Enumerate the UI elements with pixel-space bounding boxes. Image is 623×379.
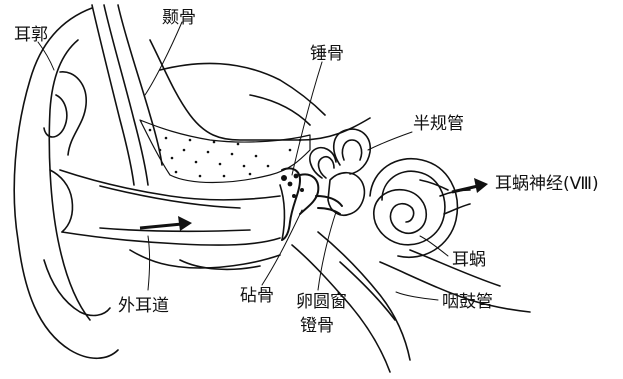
leader-malleus — [292, 62, 322, 175]
label-temporal-bone: 颞骨 — [162, 8, 196, 28]
canal-inner-bottom — [100, 228, 250, 231]
leader-semicircular — [368, 132, 412, 150]
label-cochlea: 耳蜗 — [452, 250, 486, 270]
nerve-bundle — [420, 180, 448, 190]
label-oval-window: 卵圆窗 — [296, 292, 347, 312]
label-external-canal: 外耳道 — [118, 296, 169, 316]
antihelix — [60, 72, 86, 155]
eustachian-tube-mid — [340, 262, 395, 320]
eardrum — [280, 185, 284, 240]
semicircular-canal-4 — [319, 157, 334, 178]
leader-canal — [148, 236, 150, 290]
skull-line-2 — [104, 5, 148, 185]
vestibule — [328, 173, 364, 216]
helix-inner — [49, 40, 90, 320]
semicircular-canal-3 — [310, 148, 336, 178]
tragus — [44, 95, 67, 137]
earlobe — [44, 260, 110, 315]
label-auricle: 耳郭 — [14, 25, 48, 45]
temporal-bone-region — [140, 120, 310, 183]
label-malleus: 锤骨 — [310, 44, 344, 64]
middle-ear-roof — [250, 95, 310, 125]
lower-tissue — [130, 250, 280, 268]
leader-eustachian — [396, 292, 438, 300]
bone-stipple — [149, 129, 302, 178]
semicircular-canal-2 — [342, 140, 361, 160]
label-incus: 砧骨 — [240, 286, 274, 306]
canal-bottom — [62, 232, 280, 245]
leader-cochlea — [420, 236, 448, 256]
sound-arrow — [140, 216, 192, 231]
label-cochlear-nerve: 耳蜗神经(Ⅷ) — [495, 174, 599, 194]
semicircular-canal-1 — [334, 129, 370, 174]
leader-auricle — [38, 42, 54, 70]
incus-shape — [300, 174, 318, 214]
label-stapes: 镫骨 — [300, 316, 334, 336]
cochlea-spiral — [374, 171, 445, 245]
label-semicircular-canals: 半规管 — [413, 114, 464, 134]
leader-temporal — [145, 22, 182, 95]
label-eustachian-tube: 咽鼓管 — [442, 292, 493, 312]
canal-inner-top — [100, 186, 240, 208]
auricle-fold — [50, 170, 73, 232]
